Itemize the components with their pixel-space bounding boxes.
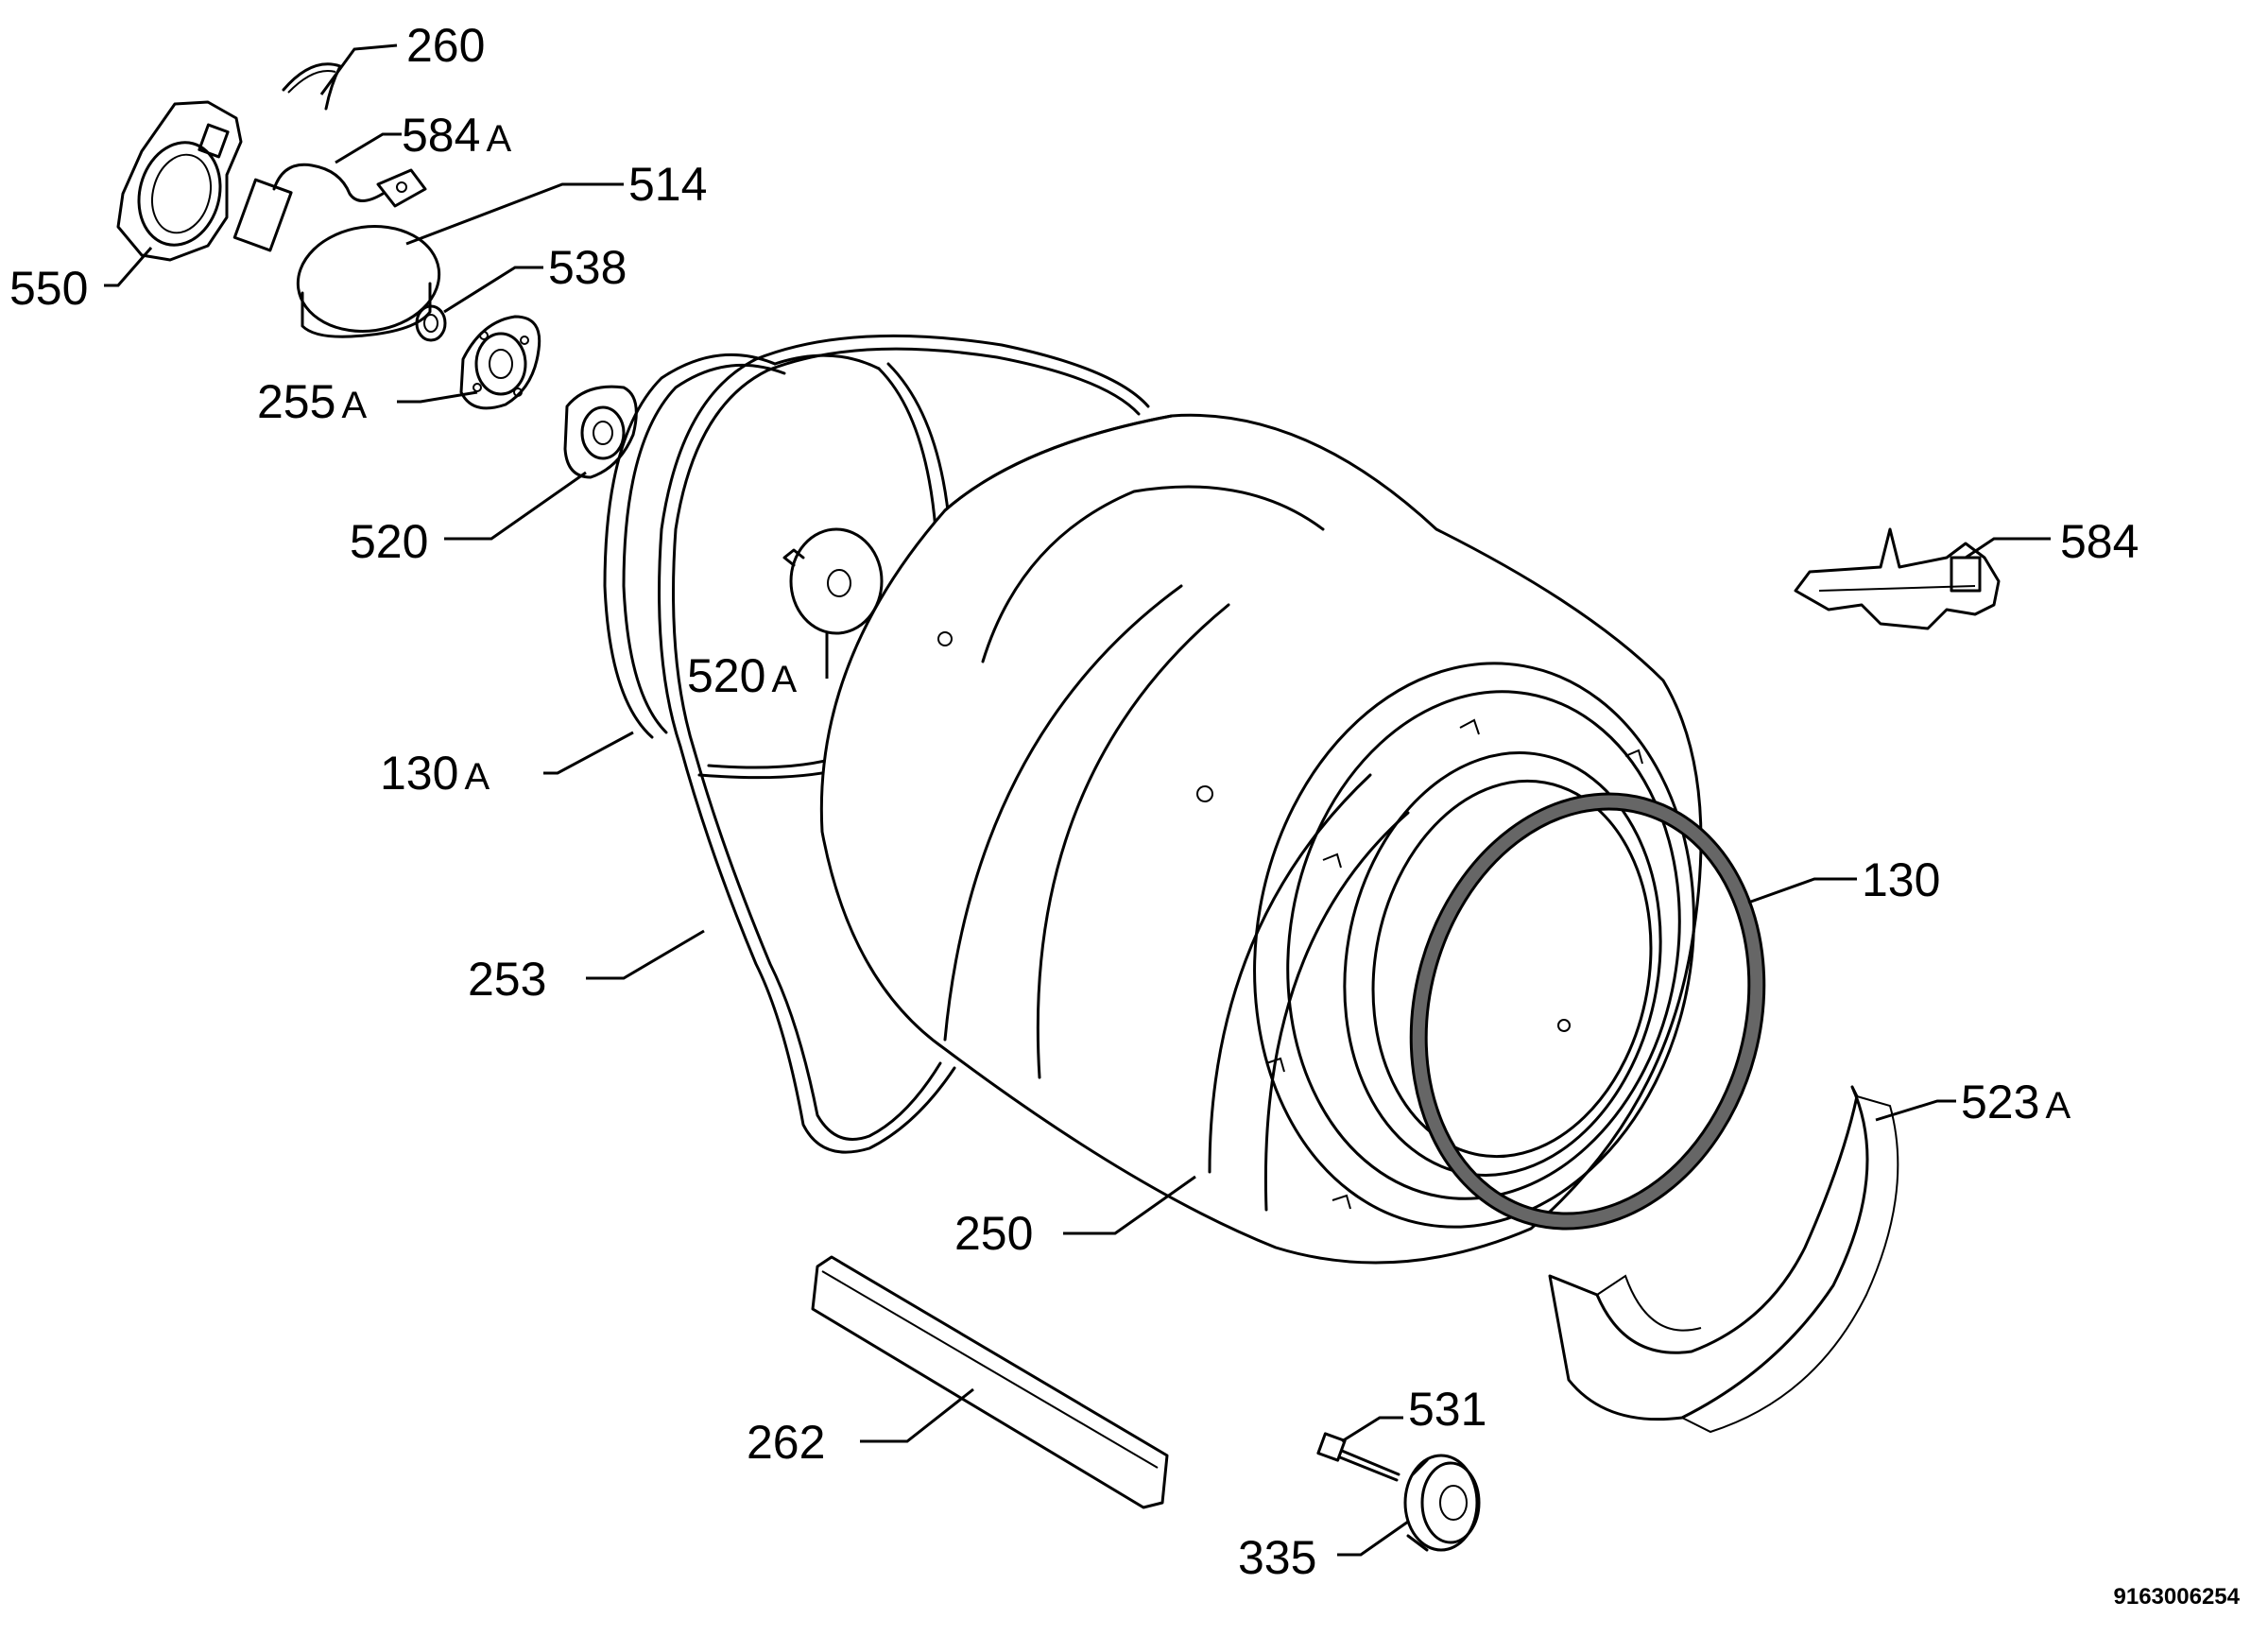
- callout-130: 130: [1862, 853, 1940, 906]
- part-260-cable-tie: [282, 62, 342, 111]
- leader-130: [1747, 877, 1857, 904]
- callout-538: 538: [548, 241, 627, 294]
- leader-335: [1337, 1520, 1409, 1557]
- part-250-drum: [819, 413, 1703, 1265]
- leader-531: [1341, 1416, 1403, 1443]
- callout-514: 514: [628, 158, 707, 211]
- part-253-drive-belt: [658, 334, 1150, 1154]
- leader-255A: [397, 390, 478, 404]
- part-335-roller: [1403, 1454, 1481, 1552]
- callout-531: 531: [1408, 1383, 1486, 1436]
- callout-253: 253: [468, 953, 546, 1006]
- leader-584: [1965, 537, 2051, 560]
- callout-262: 262: [747, 1416, 825, 1469]
- leader-253: [586, 929, 705, 980]
- leader-260: [319, 43, 398, 95]
- leader-584A: [335, 132, 402, 164]
- callout-250: 250: [954, 1207, 1033, 1260]
- callout-584: 584: [2060, 515, 2139, 568]
- part-538-washer: [415, 304, 447, 342]
- callout-260: 260: [406, 19, 485, 72]
- leader-514: [405, 182, 624, 246]
- leader-262: [860, 1387, 974, 1443]
- part-262-slide-strip: [811, 1255, 1169, 1509]
- callout-550: 550: [9, 262, 88, 315]
- callout-520: 520: [350, 515, 428, 568]
- part-584A-sensor: [232, 163, 427, 252]
- callout-335: 335: [1238, 1531, 1316, 1584]
- leader-520: [444, 471, 587, 541]
- part-584-thermostat: [1794, 527, 2001, 630]
- part-520A-shaft-flange: [782, 527, 884, 635]
- part-130-front-seal: [1409, 792, 1766, 1231]
- leader-250: [1063, 1175, 1196, 1235]
- leader-lines: [104, 43, 2051, 1557]
- leader-130A: [543, 731, 634, 775]
- leader-550: [104, 247, 153, 287]
- part-255A-bearing-housing: [459, 315, 541, 410]
- document-number: 9163006254: [2114, 1584, 2241, 1610]
- part-520-rear-flange: [563, 385, 638, 479]
- leader-538: [443, 266, 543, 314]
- part-531-bolt: [1316, 1432, 1400, 1482]
- part-523A-seal-segment: [1548, 1085, 1899, 1434]
- part-550-bearing-bracket: [116, 100, 243, 262]
- part-514-pulley-ring: [296, 225, 441, 338]
- leader-523A: [1875, 1099, 1956, 1122]
